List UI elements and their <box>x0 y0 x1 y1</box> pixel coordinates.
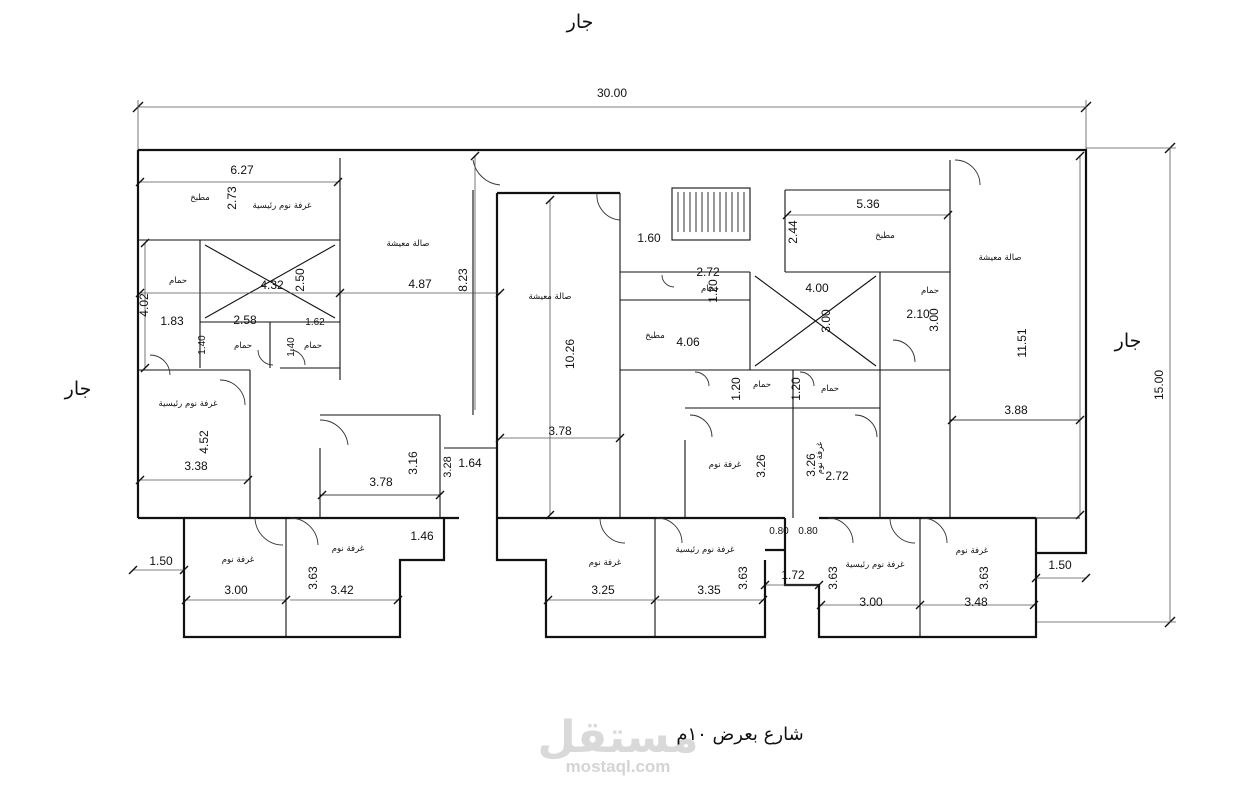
dim-120b: 1.20 <box>729 377 743 401</box>
room-living-b: صالة معيشة <box>528 292 571 302</box>
dim-250: 2.50 <box>293 268 307 292</box>
dim-140a: 1.40 <box>197 335 208 355</box>
stair-treads <box>677 192 745 232</box>
dim-120c: 1.20 <box>789 377 803 401</box>
dim-164: 1.64 <box>458 456 482 470</box>
dimension-ticks <box>128 151 1091 610</box>
room-bed-c: غرفة نوم <box>589 558 622 568</box>
room-master-bed-left: غرفة نوم رئيسية <box>159 399 218 409</box>
dim-335: 3.35 <box>697 583 721 597</box>
room-bed-f: غرفة نوم <box>815 441 825 474</box>
dim-162: 1.62 <box>305 317 325 328</box>
dim-325: 3.25 <box>591 583 615 597</box>
dim-378a: 3.78 <box>369 475 393 489</box>
overall-depth-dim: 15.00 <box>1152 370 1166 400</box>
overall-dimensions <box>132 100 1176 628</box>
room-bath-g: حمام <box>821 384 839 394</box>
dim-140b: 1.40 <box>286 337 297 357</box>
dim-402: 4.02 <box>137 293 151 317</box>
dim-823: 8.23 <box>456 268 470 292</box>
room-master-bed-top: غرفة نوم رئيسية <box>253 201 312 211</box>
room-living-c: صالة معيشة <box>978 253 1021 263</box>
dim-432: 4.32 <box>260 278 284 292</box>
dim-210: 2.10 <box>906 307 930 321</box>
dim-627: 6.27 <box>230 163 254 177</box>
dim-363d: 3.63 <box>977 566 991 590</box>
dim-272a: 2.72 <box>696 265 720 279</box>
dim-300c: 3.00 <box>927 308 941 332</box>
shaft-crosses <box>204 244 877 367</box>
room-bed-d: غرفة نوم <box>709 460 742 470</box>
dim-300b: 3.00 <box>819 309 833 333</box>
watermark-latin: mostaql.com <box>566 757 671 776</box>
room-master-bed-c: غرفة نوم رئيسية <box>846 560 905 570</box>
dimension-values: 6.27 2.73 8.23 4.87 4.02 1.83 4.32 2.50 … <box>137 163 1072 609</box>
dim-146: 1.46 <box>410 529 434 543</box>
room-bath-b: حمام <box>234 341 252 351</box>
dim-150b: 1.50 <box>1048 558 1072 572</box>
dim-326b: 3.26 <box>804 453 818 477</box>
dim-273: 2.73 <box>225 186 239 210</box>
dim-536: 5.36 <box>856 197 880 211</box>
dim-258: 2.58 <box>233 313 257 327</box>
room-kitchen-c: مطبخ <box>875 231 895 241</box>
door-swings <box>149 159 981 546</box>
overall-width-dim: 30.00 <box>597 86 627 100</box>
dim-338: 3.38 <box>184 459 208 473</box>
room-bath-f: حمام <box>753 380 771 390</box>
dim-160: 1.60 <box>637 231 661 245</box>
room-master-bed-b: غرفة نوم رئيسية <box>676 545 735 555</box>
dim-363b: 3.63 <box>736 566 750 590</box>
room-bath-a: حمام <box>169 276 187 286</box>
dim-1026: 10.26 <box>563 339 577 369</box>
dim-363c: 3.63 <box>826 566 840 590</box>
dim-300a: 3.00 <box>224 583 248 597</box>
neighbor-top-label: جار <box>566 11 594 33</box>
dim-1151: 11.51 <box>1015 328 1029 357</box>
room-kitchen-a: مطبخ <box>190 193 210 203</box>
dim-400: 4.00 <box>805 281 829 295</box>
dim-150a: 1.50 <box>149 554 173 568</box>
room-bed-e: غرفة نوم <box>956 546 989 556</box>
dim-272b: 2.72 <box>825 469 849 483</box>
dim-348: 3.48 <box>964 595 988 609</box>
neighbor-right-label: جار <box>1114 330 1142 352</box>
dim-406: 4.06 <box>676 335 700 349</box>
street-label: شارع بعرض ١٠م <box>676 724 803 745</box>
dim-342: 3.42 <box>330 583 354 597</box>
dim-120a: 1.20 <box>706 279 720 303</box>
dim-244: 2.44 <box>786 220 800 244</box>
watermark: مستقل mostaql.com <box>538 712 699 776</box>
dim-316: 3.16 <box>406 451 420 475</box>
dim-080a: 0.80 <box>769 526 789 537</box>
room-living-a: صالة معيشة <box>386 239 429 249</box>
dimension-guides <box>133 155 1086 606</box>
dim-326a: 3.26 <box>754 454 768 478</box>
dim-183: 1.83 <box>160 314 184 328</box>
dim-452: 4.52 <box>197 430 211 454</box>
room-labels: مطبخ غرفة نوم رئيسية صالة معيشة حمام حما… <box>159 193 1022 570</box>
dim-388: 3.88 <box>1004 403 1028 417</box>
room-bath-d: حمام <box>701 284 719 294</box>
dim-328: 3.28 <box>442 456 454 477</box>
watermark-arabic: مستقل <box>538 712 699 763</box>
dim-300d: 3.00 <box>859 595 883 609</box>
room-kitchen-b: مطبخ <box>645 331 665 341</box>
room-bath-e: حمام <box>921 286 939 296</box>
room-bed-a: غرفة نوم <box>222 555 255 565</box>
dim-378b: 3.78 <box>548 424 572 438</box>
dim-363a: 3.63 <box>306 566 320 590</box>
room-bath-c: حمام <box>304 341 322 351</box>
dim-487: 4.87 <box>408 277 432 291</box>
neighbor-left-label: جار <box>64 378 92 400</box>
room-bed-b: غرفة نوم <box>332 544 365 554</box>
dim-080b: 0.80 <box>798 526 818 537</box>
dim-172: 1.72 <box>781 568 805 582</box>
